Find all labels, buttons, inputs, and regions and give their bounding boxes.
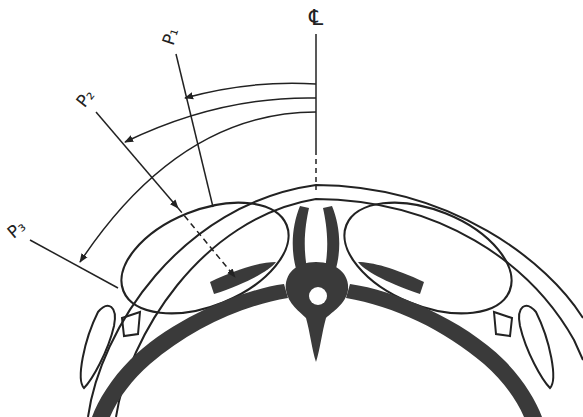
arc-p3 xyxy=(80,112,316,262)
right-rib xyxy=(346,284,542,417)
arc-p1 xyxy=(185,83,316,98)
center-line xyxy=(315,34,317,150)
p3-line xyxy=(30,240,118,288)
p2-line xyxy=(96,112,178,208)
scapula xyxy=(494,312,512,336)
center-line-symbol: ℄ xyxy=(309,7,323,29)
humerus xyxy=(519,306,553,388)
mediastinum-bar xyxy=(323,206,339,273)
p2-depth-line xyxy=(178,208,235,277)
scapula xyxy=(122,312,140,336)
position-label: P₂ xyxy=(74,86,98,110)
vertebra xyxy=(286,262,348,362)
left-rib xyxy=(92,284,288,417)
humerus xyxy=(81,306,115,388)
center-line xyxy=(315,150,317,190)
right-rib-head xyxy=(358,262,424,294)
position-label: P₁ xyxy=(160,25,181,46)
body-outline xyxy=(88,185,583,417)
position-label: P₃ xyxy=(5,217,29,241)
p1-line xyxy=(176,54,213,207)
arc-p2 xyxy=(125,98,316,142)
left-rib-head xyxy=(210,262,276,294)
body-inner-outline xyxy=(116,199,583,417)
mediastinum-bar xyxy=(293,206,309,273)
spinal-canal xyxy=(309,287,327,305)
